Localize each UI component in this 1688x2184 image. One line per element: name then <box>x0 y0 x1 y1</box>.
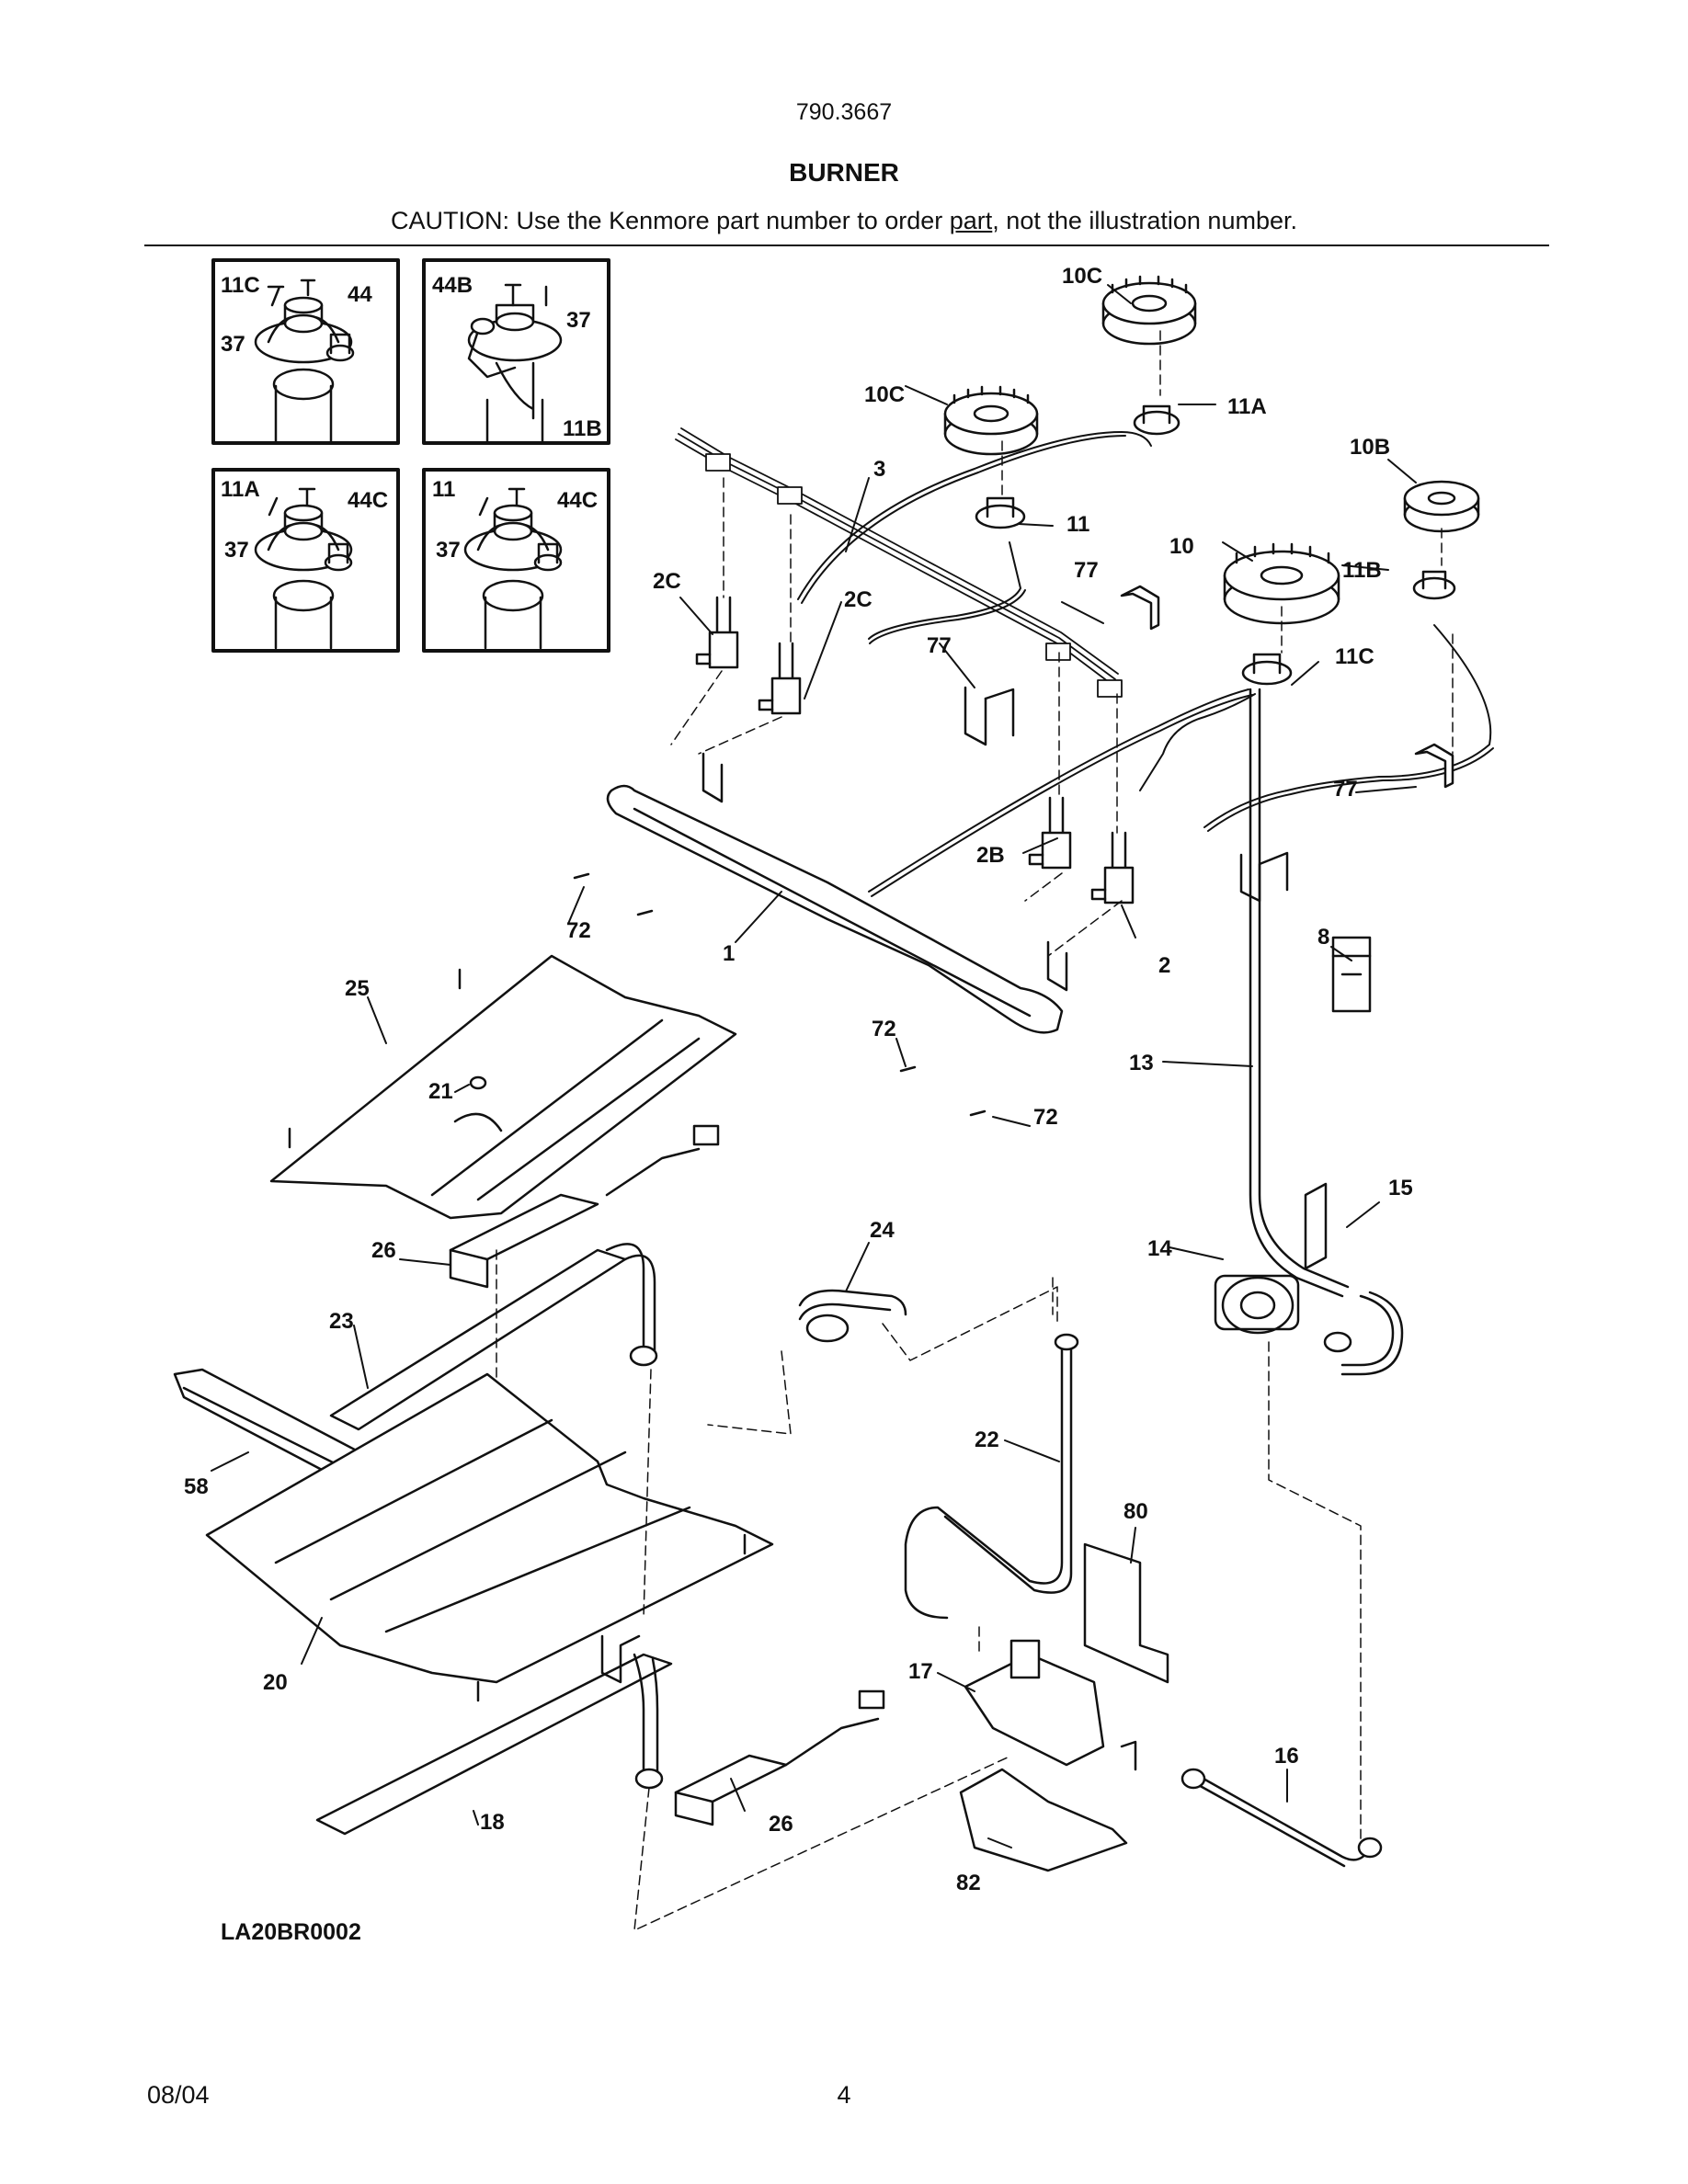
gas-tubes <box>797 431 1494 897</box>
leader-lines <box>211 284 1417 1848</box>
model-number: 790.3667 <box>795 99 893 125</box>
igniter-26-top <box>449 1124 720 1289</box>
inset-11a-label-2: 44C <box>348 488 388 513</box>
igniter-wire-harness <box>675 427 1123 698</box>
burner-head-10b <box>1403 480 1480 533</box>
callout-25: 25 <box>345 976 370 1001</box>
callout-72b: 72 <box>872 1017 896 1041</box>
callout-2b: 2B <box>976 843 1005 868</box>
callout-72c: 72 <box>1033 1105 1058 1130</box>
callout-11c: 11C <box>1335 644 1374 669</box>
callout-13: 13 <box>1129 1051 1154 1075</box>
callout-10b: 10B <box>1350 435 1390 460</box>
callout-26b: 26 <box>769 1812 793 1837</box>
valves <box>695 596 1135 904</box>
callout-16: 16 <box>1274 1744 1299 1769</box>
tube-16 <box>1180 1768 1383 1868</box>
callout-10: 10 <box>1169 534 1194 559</box>
callout-15: 15 <box>1388 1176 1413 1200</box>
bracket-82 <box>959 1768 1128 1872</box>
callout-18: 18 <box>480 1810 505 1835</box>
inset-11b-label-3: 11B <box>563 416 602 441</box>
callout-11: 11 <box>1066 512 1089 537</box>
caution-text-end: , not the illustration number. <box>992 207 1297 234</box>
burner-tube-18 <box>315 1634 673 1836</box>
inset-11-label-1: 11 <box>432 477 455 502</box>
alignment-lines <box>496 330 1454 1931</box>
main-gas-tube <box>1249 688 1404 1376</box>
bracket-80 <box>1083 1542 1169 1684</box>
callout-77b: 77 <box>927 633 952 658</box>
callout-80: 80 <box>1123 1499 1148 1524</box>
inset-11a-label-1: 11A <box>221 477 260 502</box>
inset-11c <box>211 258 400 445</box>
callout-72a: 72 <box>566 918 591 943</box>
callout-2: 2 <box>1158 953 1170 978</box>
inset-11 <box>422 468 610 653</box>
caution-text: CAUTION: Use the Kenmore part number to … <box>391 207 950 234</box>
pipe-22 <box>904 1333 1079 1620</box>
callout-10c: 10C <box>864 382 905 407</box>
inset-11b-label-2: 37 <box>566 308 591 333</box>
inset-11a <box>211 468 400 653</box>
callout-20: 20 <box>263 1670 288 1695</box>
shield-25 <box>269 954 737 1220</box>
caution-note: CAUTION: Use the Kenmore part number to … <box>0 207 1688 235</box>
burner-bases <box>975 404 1456 686</box>
burner-tube-23 <box>329 1243 658 1431</box>
inset-11b <box>422 258 610 445</box>
callout-8: 8 <box>1317 925 1329 950</box>
callout-24: 24 <box>870 1218 895 1243</box>
callout-11a: 11A <box>1227 394 1267 419</box>
inset-11c-label-2: 44 <box>348 282 372 307</box>
inset-11c-label-3: 37 <box>221 332 245 357</box>
shield-20 <box>205 1372 774 1702</box>
diagram-code: LA20BR0002 <box>221 1919 361 1945</box>
footer-date: 08/04 <box>147 2081 210 2109</box>
valve-17 <box>964 1639 1137 1771</box>
callout-2c-b: 2C <box>844 587 873 612</box>
inset-11b-label-1: 44B <box>432 273 473 298</box>
burner-head-10 <box>1223 542 1340 625</box>
callout-26a: 26 <box>371 1238 396 1263</box>
callout-21: 21 <box>428 1079 453 1104</box>
igniter-26-bottom <box>674 1689 885 1826</box>
inset-11c-label-1: 11C <box>221 273 260 298</box>
inset-11-label-2: 44C <box>557 488 598 513</box>
callout-58: 58 <box>184 1474 209 1499</box>
inset-11-label-3: 37 <box>436 538 461 563</box>
callout-77c: 77 <box>1333 777 1358 802</box>
caution-part-link: part <box>949 207 993 234</box>
pressure-regulator <box>1214 1274 1352 1353</box>
inset-11a-label-3: 37 <box>224 538 249 563</box>
callout-77a: 77 <box>1074 558 1099 583</box>
page-number: 4 <box>837 2081 851 2109</box>
page-title: BURNER <box>789 158 899 187</box>
header-rule <box>144 245 1549 246</box>
callout-17: 17 <box>908 1659 933 1684</box>
callout-14: 14 <box>1147 1236 1172 1261</box>
callout-22: 22 <box>975 1428 999 1452</box>
manifold-pipe <box>573 752 1068 1117</box>
burner-head-10c-top <box>1101 275 1197 346</box>
callout-11b: 11B <box>1342 558 1382 583</box>
callout-3: 3 <box>873 457 885 482</box>
bracket-8 <box>1331 936 1372 1013</box>
callout-1: 1 <box>723 941 735 966</box>
pipe-24 <box>798 1289 907 1343</box>
callout-10c-top: 10C <box>1062 264 1102 289</box>
burner-head-10c <box>943 385 1039 456</box>
callout-23: 23 <box>329 1309 354 1334</box>
callout-2c-a: 2C <box>653 569 681 594</box>
callout-82: 82 <box>956 1871 981 1895</box>
